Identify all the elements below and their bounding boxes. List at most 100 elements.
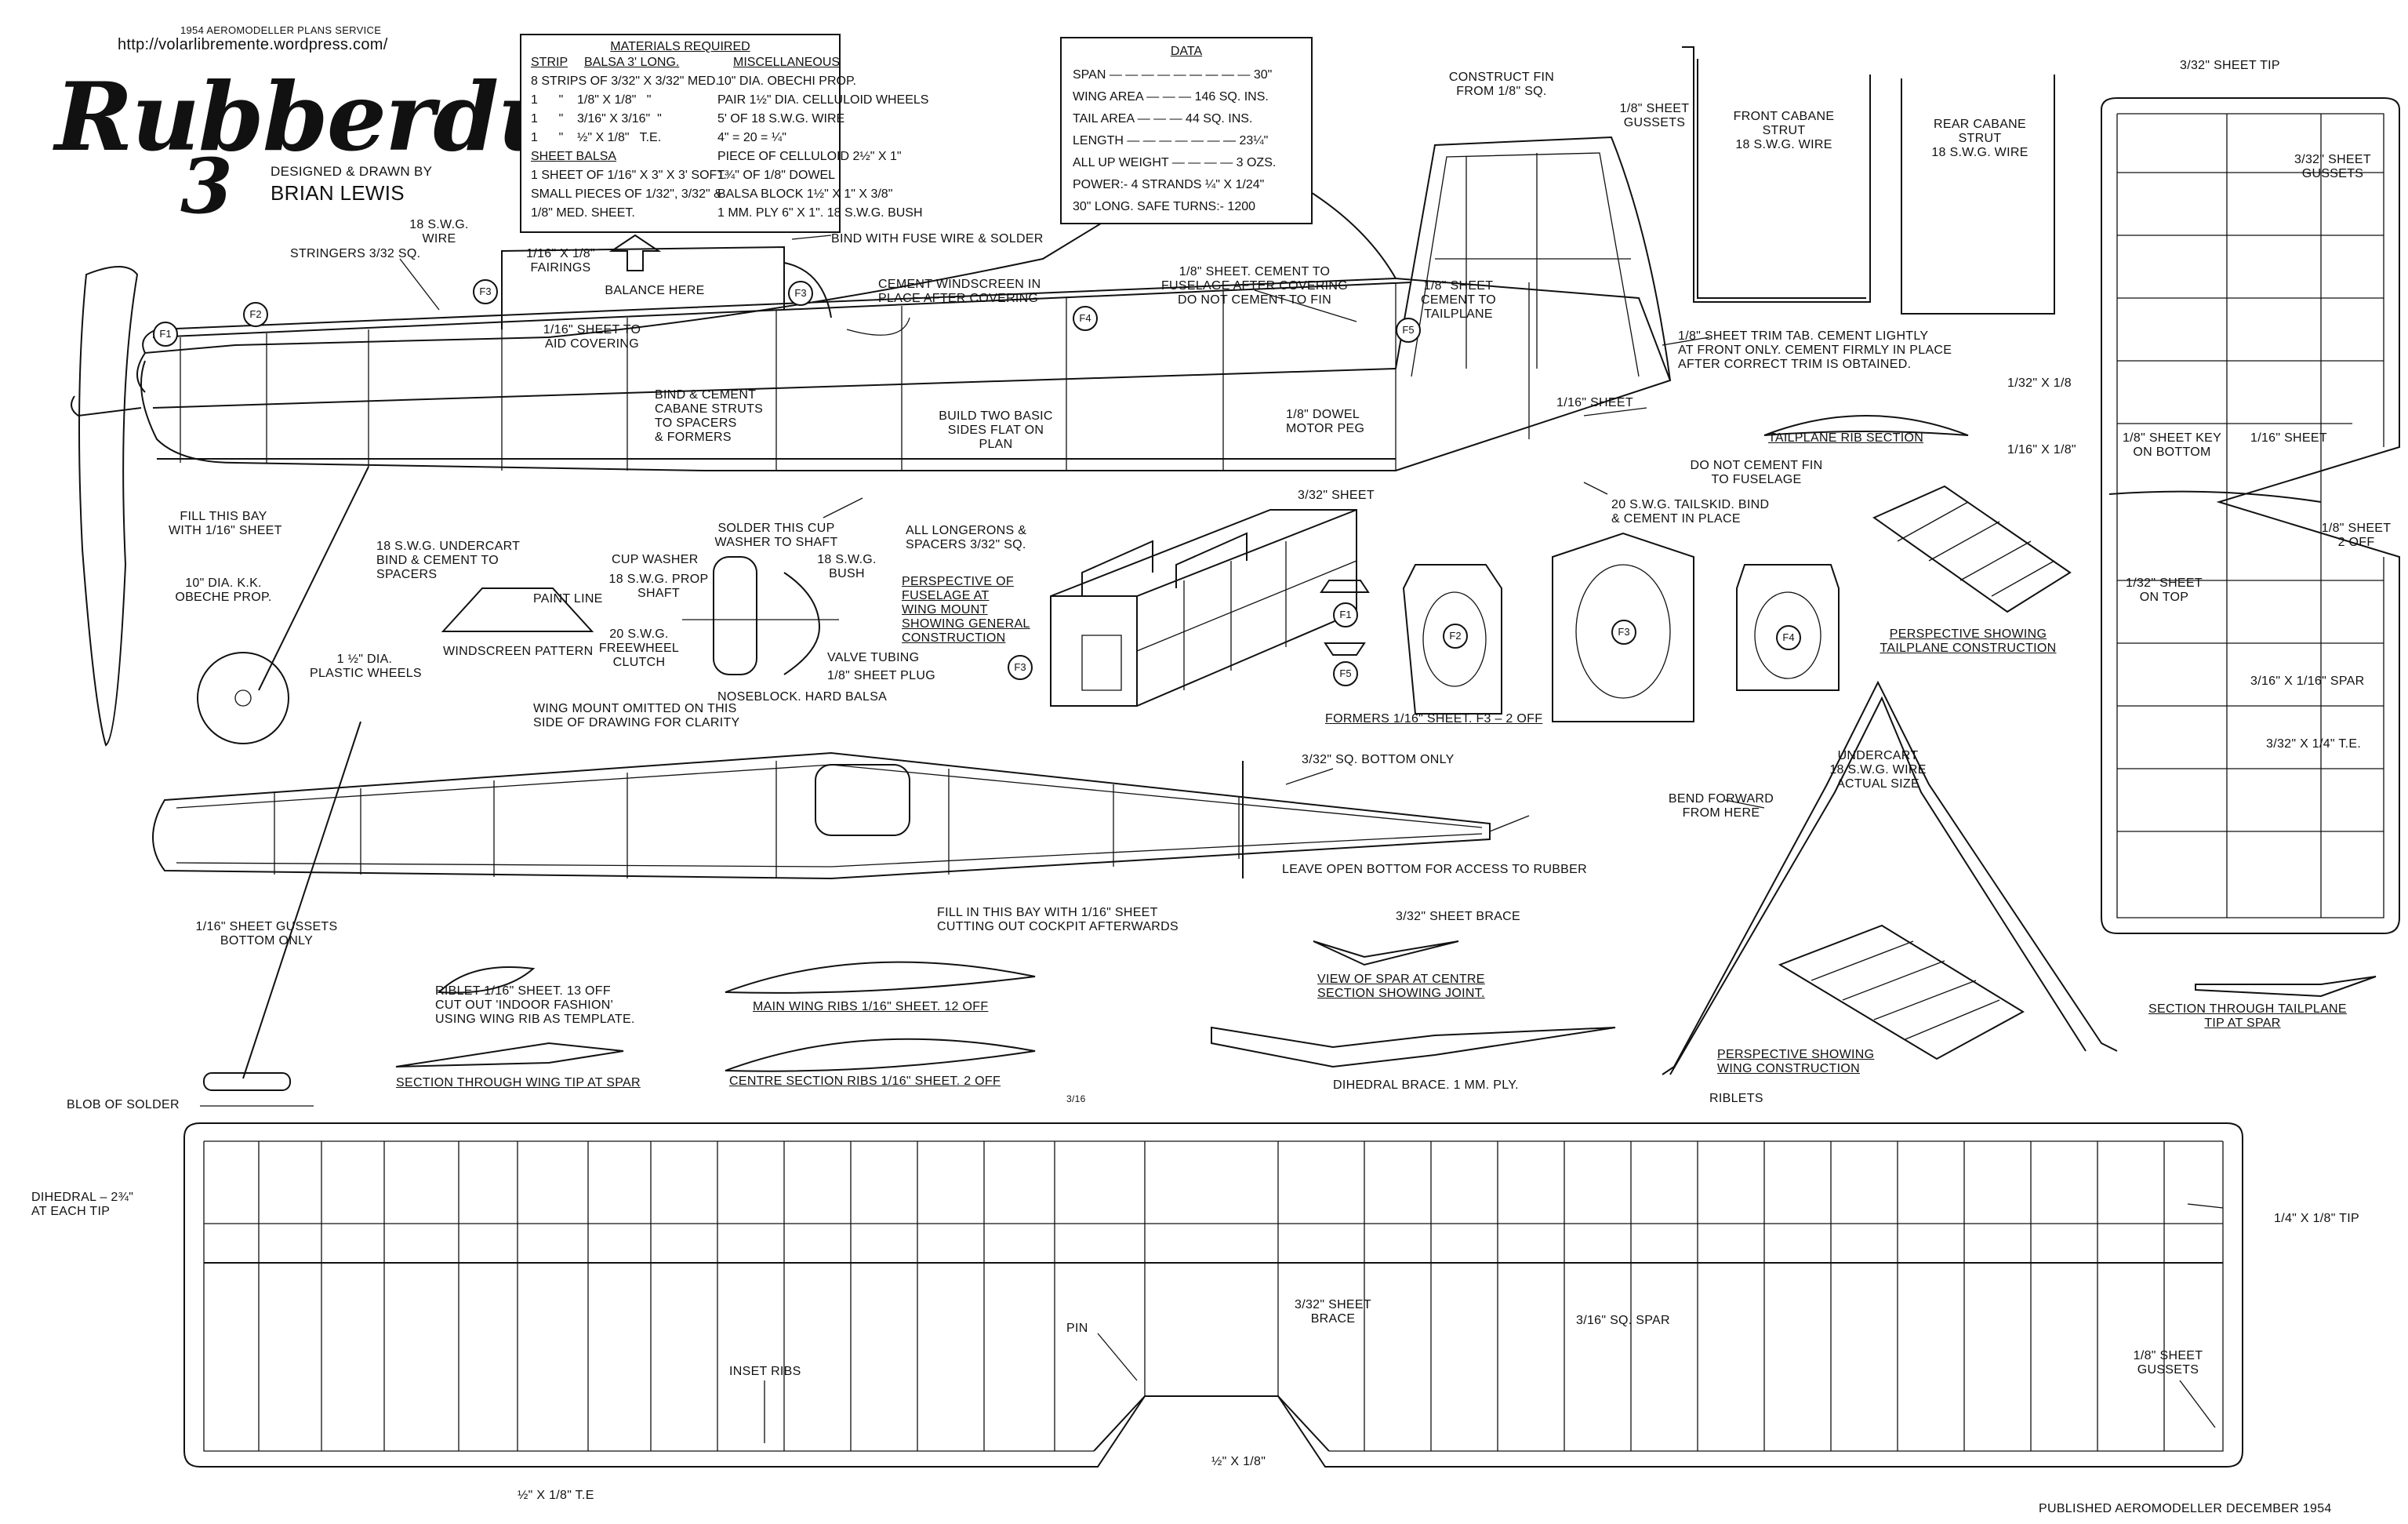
tail-tip-label: 3/32" SHEET TIP — [2180, 59, 2280, 72]
cabane-struts — [1682, 46, 2055, 315]
materials-right-3: 5' OF 18 S.W.G. WIRE — [717, 112, 845, 125]
materials-right-1: 10" DIA. OBECHI PROP. — [717, 75, 856, 88]
tailplane-plan — [2101, 97, 2400, 934]
perspective-wing-label: PERSPECTIVE SHOWING WING CONSTRUCTION — [1717, 1048, 1875, 1075]
small-fraction-label: 3/16 — [1066, 1093, 1086, 1104]
prop-label: 10" DIA. K.K. OBECHE PROP. — [175, 577, 272, 604]
data-heading: DATA — [1170, 45, 1203, 58]
undercart-actual-label: UNDERCART 18 S.W.G. WIRE ACTUAL SIZE — [1829, 749, 1927, 791]
riblet-label: RIBLET 1/16" SHEET. 13 OFF CUT OUT 'INDO… — [435, 984, 635, 1026]
main-ribs-label: MAIN WING RIBS 1/16" SHEET. 12 OFF — [753, 1000, 989, 1013]
materials-heading: MATERIALS REQUIRED — [610, 40, 750, 53]
perspective-wing — [1778, 924, 2025, 1060]
data-row-wing-area: WING AREA — — — 146 SQ. INS. — [1073, 90, 1269, 104]
dowel-label: 1/8" DOWEL MOTOR PEG — [1286, 408, 1365, 435]
former-f5-bubble: F5 — [1396, 318, 1421, 343]
materials-right-6: 1¾" OF 1/8" DOWEL — [717, 169, 836, 182]
materials-box: MATERIALS REQUIRED STRIP BALSA 3' LONG. … — [520, 34, 928, 233]
data-row-span: SPAN — — — — — — — — — 30" — [1073, 68, 1273, 82]
fill-bay-label: FILL THIS BAY WITH 1/16" SHEET — [169, 510, 282, 537]
materials-right-5: PIECE OF CELLULOID 2½" X 1" — [717, 150, 902, 163]
bottom-only-label: 3/32" SQ. BOTTOM ONLY — [1302, 753, 1455, 766]
tail-key-label: 1/8" SHEET KEY ON BOTTOM — [2122, 431, 2222, 459]
stringers-label: STRINGERS 3/32 SQ. — [290, 247, 421, 260]
plans-service-label: 1954 AEROMODELLER PLANS SERVICE — [180, 24, 382, 36]
cup-washer-label: CUP WASHER — [612, 553, 699, 566]
side-sixteenth-label: 1/16" SHEET — [1556, 396, 1633, 409]
sheet-brace-label: 3/32" SHEET BRACE — [1396, 910, 1520, 923]
undercart-actual-size — [1662, 680, 2118, 1075]
wing-spar-label: 3/16" SQ. SPAR — [1576, 1314, 1670, 1327]
fairings-label: 1/16" X 1/8" FAIRINGS — [526, 247, 595, 275]
bind-fuse-label: BIND WITH FUSE WIRE & SOLDER — [831, 232, 1044, 246]
tail-rib-a-label: 1/32" X 1/8 — [2007, 376, 2072, 390]
tail-rib-section-label: TAILPLANE RIB SECTION — [1768, 431, 1924, 445]
undercart-label: 18 S.W.G. UNDERCART BIND & CEMENT TO SPA… — [376, 540, 521, 581]
freewheel-label: 20 S.W.G. FREEWHEEL CLUTCH — [598, 627, 680, 669]
wing-le-label: ½" X 1/8" — [1211, 1455, 1266, 1468]
former-f1-bubble: F1 — [153, 322, 178, 347]
wing-plan — [183, 1122, 2243, 1468]
bend-forward-label: BEND FORWARD FROM HERE — [1668, 792, 1774, 820]
fuselage-side-view — [136, 136, 1672, 471]
tail-sixteenth-label: 1/16" SHEET — [2250, 431, 2327, 445]
data-box: DATA SPAN — — — — — — — — — 30" WING ARE… — [1060, 37, 1313, 224]
paint-line-label: PAINT LINE — [533, 592, 603, 606]
tail-gussets-label: 3/32" SHEET GUSSETS — [2294, 153, 2371, 180]
formers-caption: FORMERS 1/16" SHEET. F3 – 2 OFF — [1325, 712, 1543, 726]
data-row-turns: 30" LONG. SAFE TURNS:- 1200 — [1073, 200, 1256, 213]
materials-right-8: 1 MM. PLY 6" X 1". 18 S.W.G. BUSH — [717, 206, 923, 220]
former-f3b-bubble: F3 — [788, 281, 813, 306]
view-spar-label: VIEW OF SPAR AT CENTRE SECTION SHOWING J… — [1317, 973, 1485, 1000]
perspective-f3-bubble: F3 — [1008, 655, 1033, 680]
trim-tab-label: 1/8" SHEET TRIM TAB. CEMENT LIGHTLY AT F… — [1678, 329, 1952, 371]
wing-tip-label: 1/4" X 1/8" TIP — [2274, 1212, 2359, 1225]
plan-gussets-label: 1/16" SHEET GUSSETS BOTTOM ONLY — [195, 920, 338, 947]
leave-open-label: LEAVE OPEN BOTTOM FOR ACCESS TO RUBBER — [1282, 863, 1587, 876]
wing-brace-label: 3/32" SHEET BRACE — [1295, 1298, 1371, 1326]
tail-te-label: 3/32" X 1/4" T.E. — [2266, 737, 2362, 751]
materials-right-2: PAIR 1½" DIA. CELLULOID WHEELS — [717, 93, 929, 107]
bush-label: 18 S.W.G. BUSH — [817, 553, 877, 580]
nose-assembly — [682, 556, 839, 675]
formers — [1320, 532, 1840, 722]
leader-lines — [200, 235, 2224, 1443]
undercart-side — [197, 466, 369, 744]
wing-gussets-label: 1/8" SHEET GUSSETS — [2133, 1349, 2203, 1377]
materials-left-6: 1 SHEET OF 1/16" X 3" X 3' SOFT. — [531, 169, 727, 182]
solder-cup-label: SOLDER THIS CUP WASHER TO SHAFT — [714, 522, 838, 549]
rib-profiles — [395, 415, 2377, 1072]
tailskid-label: 20 S.W.G. TAILSKID. BIND & CEMENT IN PLA… — [1611, 498, 1770, 526]
former-f4-bubble: F4 — [1073, 306, 1098, 331]
designer-name: BRIAN LEWIS — [271, 181, 405, 205]
sheet-aid-label: 1/16" SHEET TO AID COVERING — [543, 323, 641, 351]
longerons-label: ALL LONGERONS & SPACERS 3/32" SQ. — [906, 524, 1027, 551]
prop-shaft-label: 18 S.W.G. PROP SHAFT — [608, 573, 709, 600]
valve-label: VALVE TUBING — [827, 651, 920, 664]
build-sides-label: BUILD TWO BASIC SIDES FLAT ON PLAN — [939, 409, 1053, 451]
dihedral-label: DIHEDRAL – 2¾" AT EACH TIP — [31, 1191, 134, 1218]
tailplane-cement-label: 1/8" SHEET CEMENT TO TAILPLANE — [1420, 279, 1497, 321]
former-f3-bubble: F3 — [473, 279, 498, 304]
materials-left-5: SHEET BALSA — [531, 150, 617, 163]
plan-fill-bay-label: FILL IN THIS BAY WITH 1/16" SHEET CUTTIN… — [937, 906, 1179, 933]
perspective-fuselage-label: PERSPECTIVE OF FUSELAGE AT WING MOUNT SH… — [902, 575, 1030, 645]
centre-ribs-label: CENTRE SECTION RIBS 1/16" SHEET. 2 OFF — [729, 1075, 1001, 1088]
wire-18-label: 18 S.W.G. WIRE — [409, 218, 469, 246]
former-view-f1: F1 — [1333, 602, 1358, 627]
perspective-tail-label: PERSPECTIVE SHOWING TAILPLANE CONSTRUCTI… — [1880, 627, 2057, 655]
windscreen-pattern — [441, 587, 594, 632]
cabane-bind-label: BIND & CEMENT CABANE STRUTS TO SPACERS &… — [655, 388, 764, 444]
materials-right-7: BALSA BLOCK 1½" X 1" X 3/8" — [717, 187, 893, 201]
materials-left-4: 1 " ½" X 1/8" T.E. — [531, 131, 662, 144]
noseblock-label: NOSEBLOCK. HARD BALSA — [717, 690, 888, 704]
tail-section-label: SECTION THROUGH TAILPLANE TIP AT SPAR — [2148, 1002, 2347, 1030]
riblets-label: RIBLETS — [1709, 1092, 1763, 1105]
designed-by-label: DESIGNED & DRAWN BY — [271, 164, 433, 179]
data-row-power: POWER:- 4 STRANDS ¼" X 1/24" — [1073, 178, 1265, 191]
materials-left-2: 1 " 1/8" X 1/8" " — [531, 93, 652, 107]
model-title-numeral: 3 — [180, 142, 233, 231]
materials-balsa-heading: BALSA 3' LONG. — [584, 56, 680, 69]
materials-right-4: 4" = 20 = ¼" — [717, 131, 786, 144]
tail-eighth-off-label: 1/8" SHEET 2 OFF — [2321, 522, 2392, 549]
